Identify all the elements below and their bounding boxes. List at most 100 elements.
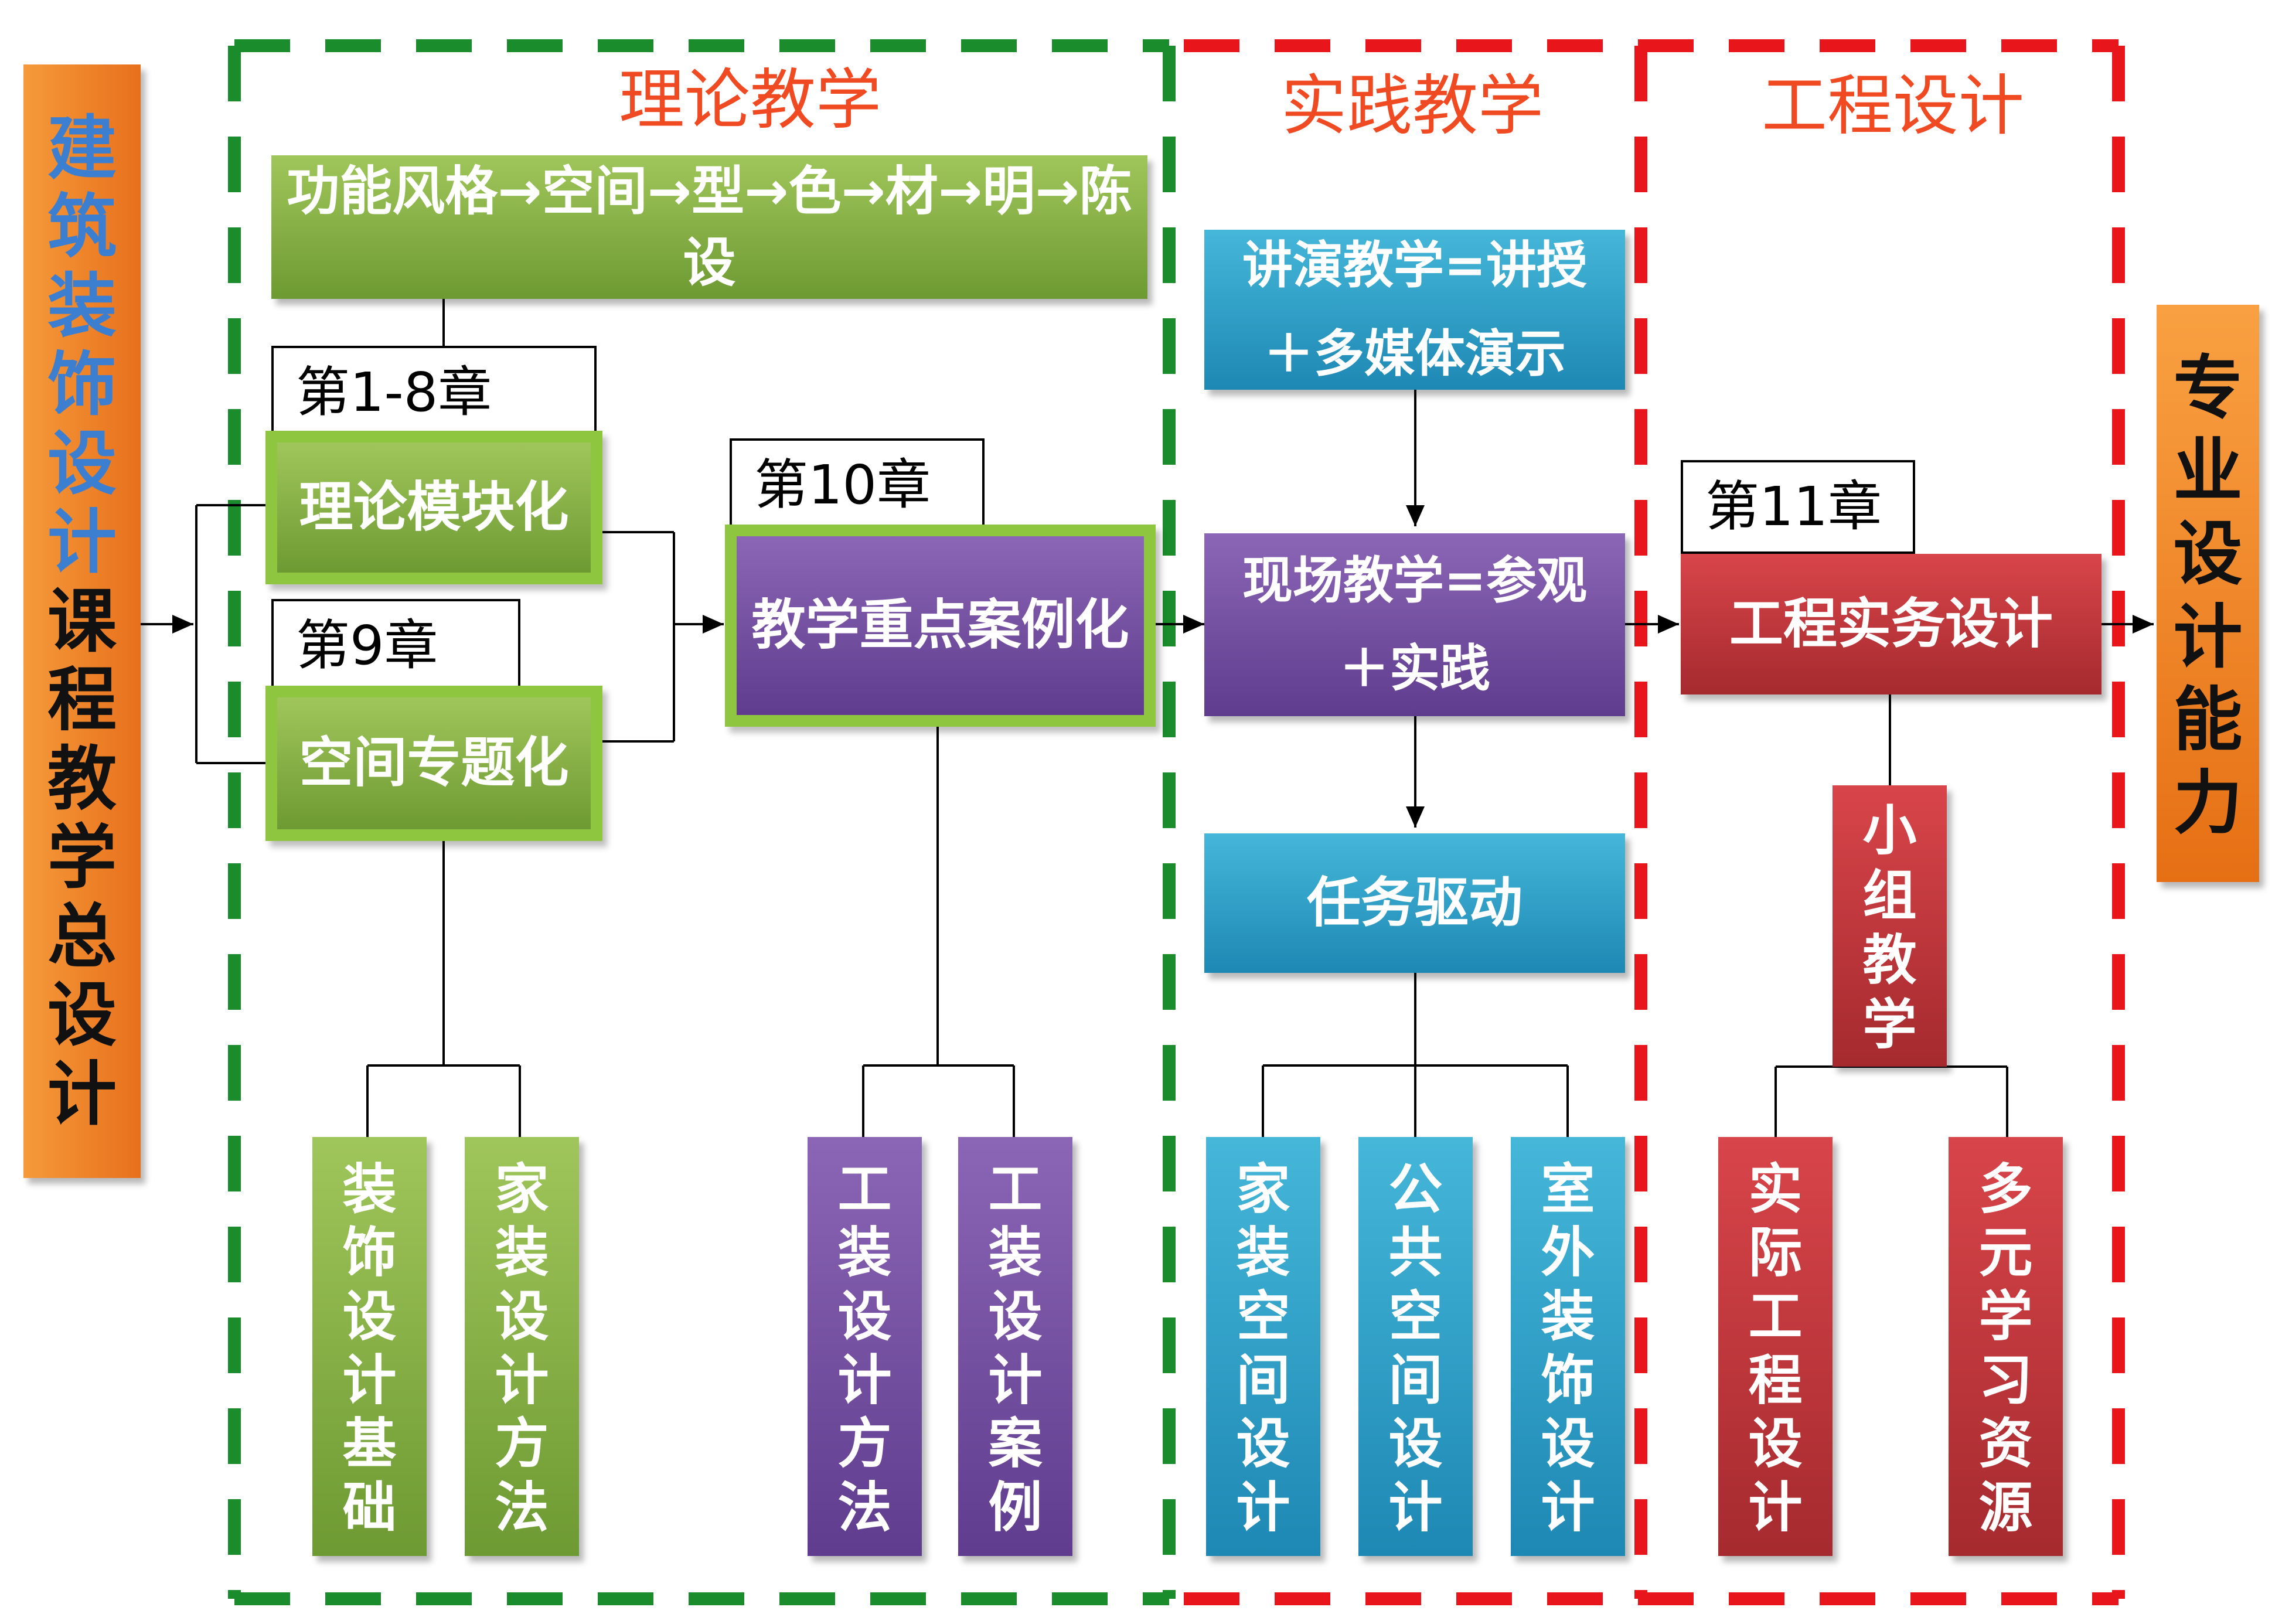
practice-engineering-dashed-frame [1184, 39, 2125, 1605]
vertical-char: 小 [1862, 799, 1917, 863]
vertical-char: 装 [342, 1157, 397, 1221]
vertical-char: 间 [1388, 1349, 1443, 1412]
vertical-char: 工 [837, 1157, 892, 1221]
vertical-char: 设 [1388, 1412, 1443, 1476]
vertical-char: 计 [1748, 1476, 1803, 1539]
box-line: 讲演教学=讲授 [1242, 236, 1588, 295]
vertical-char: 能 [2173, 679, 2243, 761]
vertical-char: 装 [495, 1221, 549, 1285]
vertical-char: 例 [988, 1476, 1043, 1539]
chapter-tag: 第11章 [1681, 460, 1915, 554]
vertical-char: 计 [495, 1349, 549, 1412]
key-case-box: 教学重点案例化 [725, 525, 1156, 727]
vertical-char: 饰 [342, 1221, 397, 1285]
vertical-char: 学 [1862, 993, 1917, 1057]
vertical-char: 多 [1978, 1157, 2033, 1221]
vertical-char: 外 [1541, 1221, 1595, 1285]
vertical-char: 空 [1388, 1285, 1443, 1348]
vertical-char: 学 [47, 817, 117, 898]
vertical-char: 设 [342, 1285, 397, 1348]
vertical-char: 计 [342, 1349, 397, 1412]
vertical-char: 课 [47, 580, 117, 662]
vertical-char: 际 [1748, 1221, 1803, 1285]
commercial-design-method-box: 工 装 设 计 方 法 [808, 1137, 922, 1556]
theory-module-box: 理论模块化 [265, 431, 602, 584]
vertical-char: 设 [1541, 1412, 1595, 1476]
section-title-theory: 理论教学 [619, 62, 881, 138]
box-line: ＋多媒体演示 [1263, 324, 1566, 383]
box-line: 现场教学=参观 [1242, 551, 1588, 610]
outdoor-design-box: 室 外 装 饰 设 计 [1511, 1137, 1625, 1556]
vertical-char: 案 [988, 1412, 1043, 1476]
theory-dashed-frame [228, 39, 1176, 1605]
vertical-char: 教 [1862, 929, 1917, 992]
vertical-char: 计 [47, 1053, 117, 1135]
section-title-practice: 实践教学 [1281, 68, 1544, 144]
vertical-char: 专 [2173, 347, 2243, 428]
vertical-char: 设 [2173, 513, 2243, 594]
vertical-char: 计 [2173, 596, 2243, 677]
vertical-char: 装 [988, 1221, 1043, 1285]
vertical-char: 元 [1978, 1221, 2033, 1285]
vertical-char: 法 [495, 1476, 549, 1539]
vertical-char: 空 [1236, 1285, 1290, 1348]
vertical-char: 学 [1978, 1285, 2033, 1348]
vertical-char: 设 [47, 975, 117, 1056]
vertical-char: 源 [1978, 1476, 2033, 1539]
engineering-practice-box: 工程实务设计 [1681, 554, 2102, 694]
course-design-label: 建 筑 装 饰 设 计 课 程 教 学 总 设 计 [23, 64, 141, 1178]
professional-ability-label: 专 业 设 计 能 力 [2157, 305, 2259, 882]
vertical-char: 家 [1236, 1157, 1290, 1221]
vertical-char: 装 [47, 265, 117, 346]
vertical-char: 程 [1748, 1349, 1803, 1412]
lecture-teaching-box: 讲演教学=讲授 ＋多媒体演示 [1204, 230, 1625, 390]
learning-resources-box: 多 元 学 习 资 源 [1949, 1137, 2063, 1556]
vertical-char: 筑 [47, 186, 117, 268]
vertical-char: 业 [2173, 430, 2243, 512]
vertical-char: 计 [837, 1349, 892, 1412]
connector-lines [141, 299, 2154, 1137]
site-teaching-box: 现场教学=参观 ＋实践 [1204, 533, 1625, 716]
task-driven-box: 任务驱动 [1204, 833, 1625, 973]
decoration-design-basics-box: 装 饰 设 计 基 础 [312, 1137, 427, 1556]
vertical-char: 法 [837, 1476, 892, 1539]
vertical-char: 力 [2173, 762, 2243, 843]
vertical-char: 共 [1388, 1221, 1443, 1285]
vertical-char: 计 [47, 502, 117, 583]
vertical-char: 设 [988, 1285, 1043, 1348]
box-line: ＋实践 [1339, 639, 1490, 698]
vertical-char: 习 [1978, 1349, 2033, 1412]
vertical-char: 实 [1748, 1157, 1803, 1221]
home-space-design-box: 家 装 空 间 设 计 [1206, 1137, 1320, 1556]
space-topic-box: 空间专题化 [265, 686, 602, 841]
vertical-char: 间 [1236, 1349, 1290, 1412]
vertical-char: 装 [1236, 1221, 1290, 1285]
commercial-design-case-box: 工 装 设 计 案 例 [958, 1137, 1072, 1556]
vertical-char: 方 [837, 1412, 892, 1476]
vertical-char: 方 [495, 1412, 549, 1476]
chapter-tag: 第10章 [730, 438, 985, 532]
vertical-char: 建 [47, 107, 117, 189]
vertical-char: 组 [1862, 864, 1917, 927]
vertical-char: 家 [495, 1157, 549, 1221]
section-title-engineering: 工程设计 [1762, 68, 2024, 144]
group-teaching-box: 小 组 教 学 [1833, 785, 1947, 1067]
design-sequence-box: 功能风格→空间→型→色→材→明→陈设 [271, 155, 1147, 299]
vertical-char: 饰 [47, 344, 117, 425]
vertical-char: 装 [837, 1221, 892, 1285]
chapter-tag: 第1-8章 [271, 346, 597, 440]
vertical-char: 装 [1541, 1285, 1595, 1348]
vertical-char: 教 [47, 738, 117, 819]
vertical-char: 工 [988, 1157, 1043, 1221]
vertical-char: 资 [1978, 1412, 2033, 1476]
vertical-char: 设 [495, 1285, 549, 1348]
vertical-char: 计 [1236, 1476, 1290, 1539]
vertical-char: 计 [1388, 1476, 1443, 1539]
vertical-char: 设 [1748, 1412, 1803, 1476]
home-design-method-box: 家 装 设 计 方 法 [465, 1137, 579, 1556]
vertical-char: 程 [47, 659, 117, 741]
vertical-char: 设 [47, 423, 117, 504]
vertical-char: 工 [1748, 1285, 1803, 1348]
vertical-char: 公 [1388, 1157, 1443, 1221]
